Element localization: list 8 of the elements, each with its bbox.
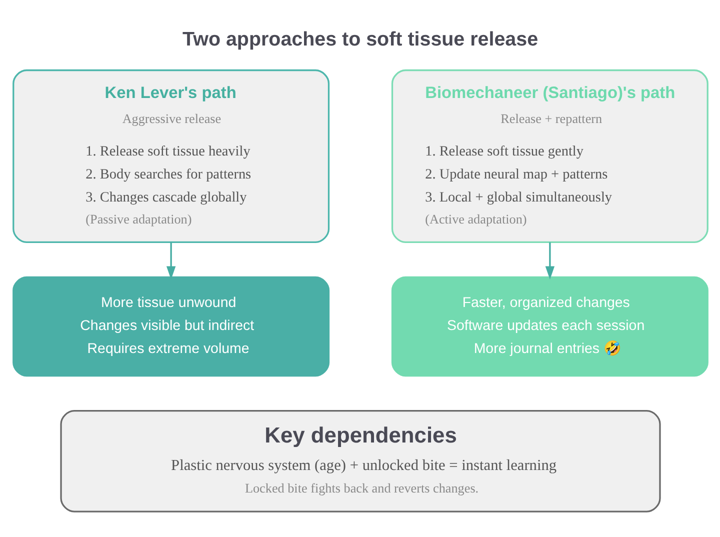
diagram-title: Two approaches to soft tissue release bbox=[182, 28, 538, 50]
node-box: Biomechaneer (Santiago)'s path Release + repattern 1. Release soft tissue gently 2. Update neural map + patterns 3. Local + global simultaneously (Active adaptation) bbox=[390, 68, 708, 242]
node-box: Key dependencies Plastic nervous system (age) + unlocked bite = instant learning Locked bite fights back and reverts changes. bbox=[60, 409, 660, 512]
arrow bbox=[166, 242, 176, 279]
node-box: Ken Lever's path Aggressive release 1. Release soft tissue heavily 2. Body searches for patterns 3. Changes cascade globally (Passive adaptation) bbox=[12, 68, 330, 242]
node-box: More tissue unwound Changes visible but indirect Requires extreme volume bbox=[12, 276, 330, 376]
arrow bbox=[544, 242, 554, 279]
node-box: Faster, organized changes Software updates each session More journal entries 🤣 bbox=[390, 276, 708, 376]
